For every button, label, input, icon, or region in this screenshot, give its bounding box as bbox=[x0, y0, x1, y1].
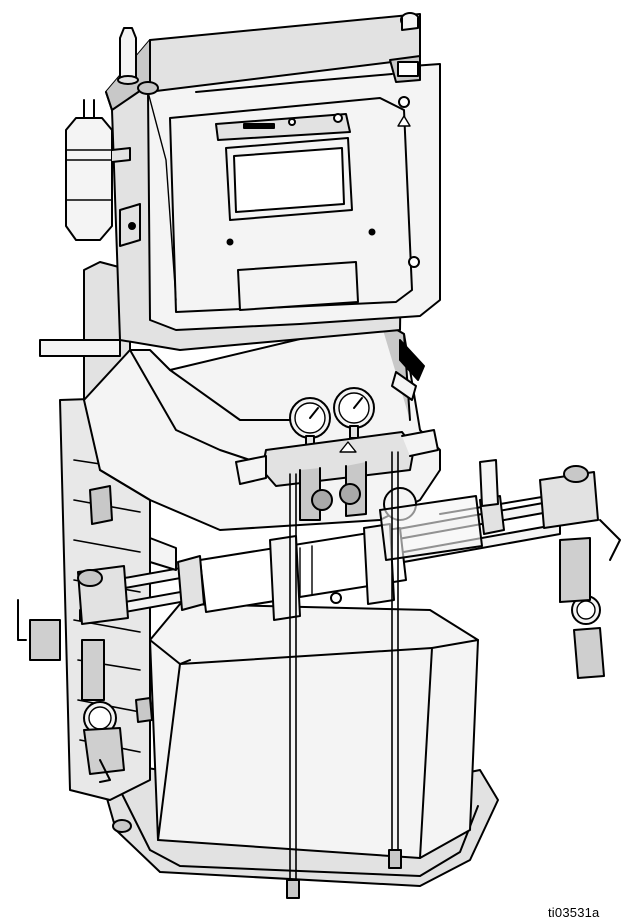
display-window-icon bbox=[225, 137, 376, 311]
tank-housing-icon bbox=[149, 603, 479, 859]
antenna-icon bbox=[117, 27, 159, 95]
ball-valve-icon bbox=[17, 459, 621, 783]
manifold-icon bbox=[235, 339, 439, 521]
probe-rod-icon bbox=[286, 451, 402, 899]
pump-cylinder-icon bbox=[77, 465, 599, 625]
figure-reference-id: ti03531a bbox=[548, 905, 600, 920]
fluid-filter-icon bbox=[65, 99, 141, 247]
